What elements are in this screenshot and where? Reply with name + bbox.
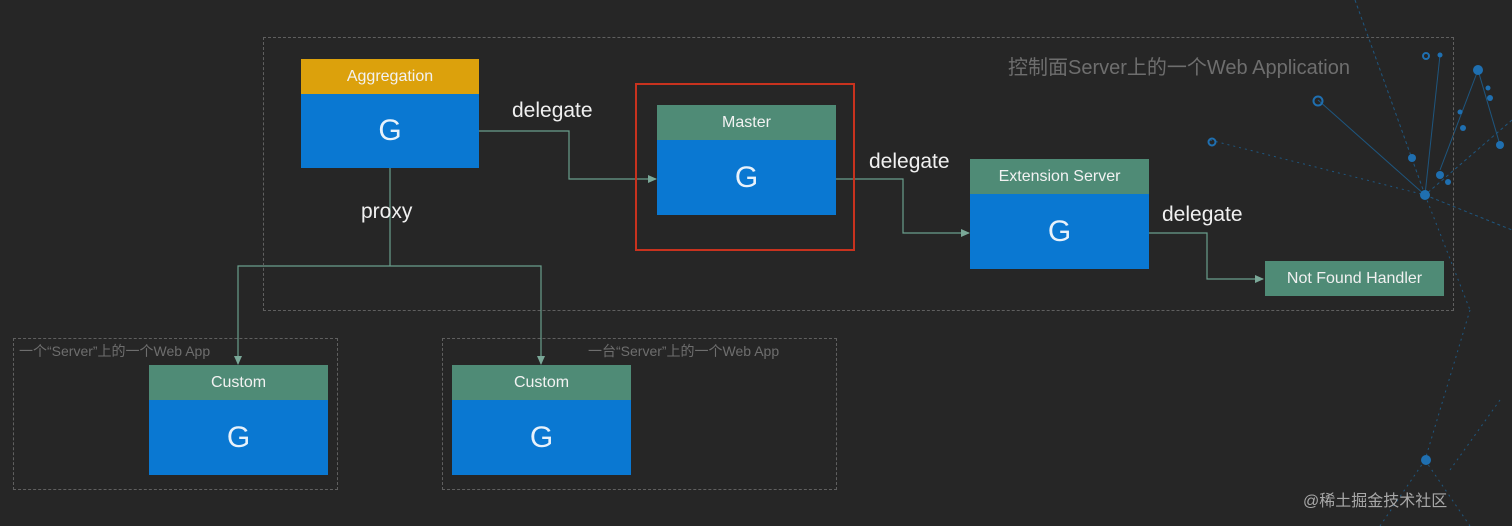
custom-a-header: Custom: [149, 365, 328, 400]
custom-b-body: G: [452, 400, 631, 475]
server-a-region: [13, 338, 338, 490]
edge-master-extension: [836, 178, 970, 237]
edge-label-proxy: proxy: [361, 200, 413, 223]
edge-label-extension-notfound: delegate: [1162, 203, 1243, 226]
extension-server-header: Extension Server: [970, 159, 1149, 194]
network-rings: [1207, 52, 1430, 147]
edge-label-master-extension: delegate: [869, 150, 950, 173]
custom-a-node: Custom G: [149, 365, 328, 475]
edge-proxy-custom-b: [390, 265, 545, 365]
server-b-region: [442, 338, 837, 490]
control-plane-label: 控制面Server上的一个Web Application: [1008, 57, 1350, 79]
network-nodes: [1408, 52, 1504, 465]
edge-proxy-custom-a: [234, 265, 390, 365]
master-node: Master G: [657, 105, 836, 215]
control-plane-region: [263, 37, 1454, 311]
master-highlight-frame: [635, 83, 855, 251]
aggregation-node: Aggregation G: [301, 59, 479, 168]
master-body: G: [657, 140, 836, 215]
edge-label-agg-master: delegate: [512, 99, 593, 122]
server-a-label: 一个“Server”上的一个Web App: [19, 343, 211, 359]
edge-agg-master: [478, 130, 657, 183]
extension-server-node: Extension Server G: [970, 159, 1149, 269]
custom-a-body: G: [149, 400, 328, 475]
watermark: @稀土掘金技术社区: [1303, 493, 1448, 510]
network-decoration: [1209, 0, 1512, 526]
custom-b-node: Custom G: [452, 365, 631, 475]
edge-extension-notfound: [1148, 232, 1264, 283]
not-found-handler-node: Not Found Handler: [1265, 261, 1444, 296]
aggregation-header: Aggregation: [301, 59, 479, 94]
aggregation-body: G: [301, 94, 479, 168]
master-header: Master: [657, 105, 836, 140]
custom-b-header: Custom: [452, 365, 631, 400]
server-b-label: 一台“Server”上的一个Web App: [588, 343, 780, 359]
extension-server-body: G: [970, 194, 1149, 269]
